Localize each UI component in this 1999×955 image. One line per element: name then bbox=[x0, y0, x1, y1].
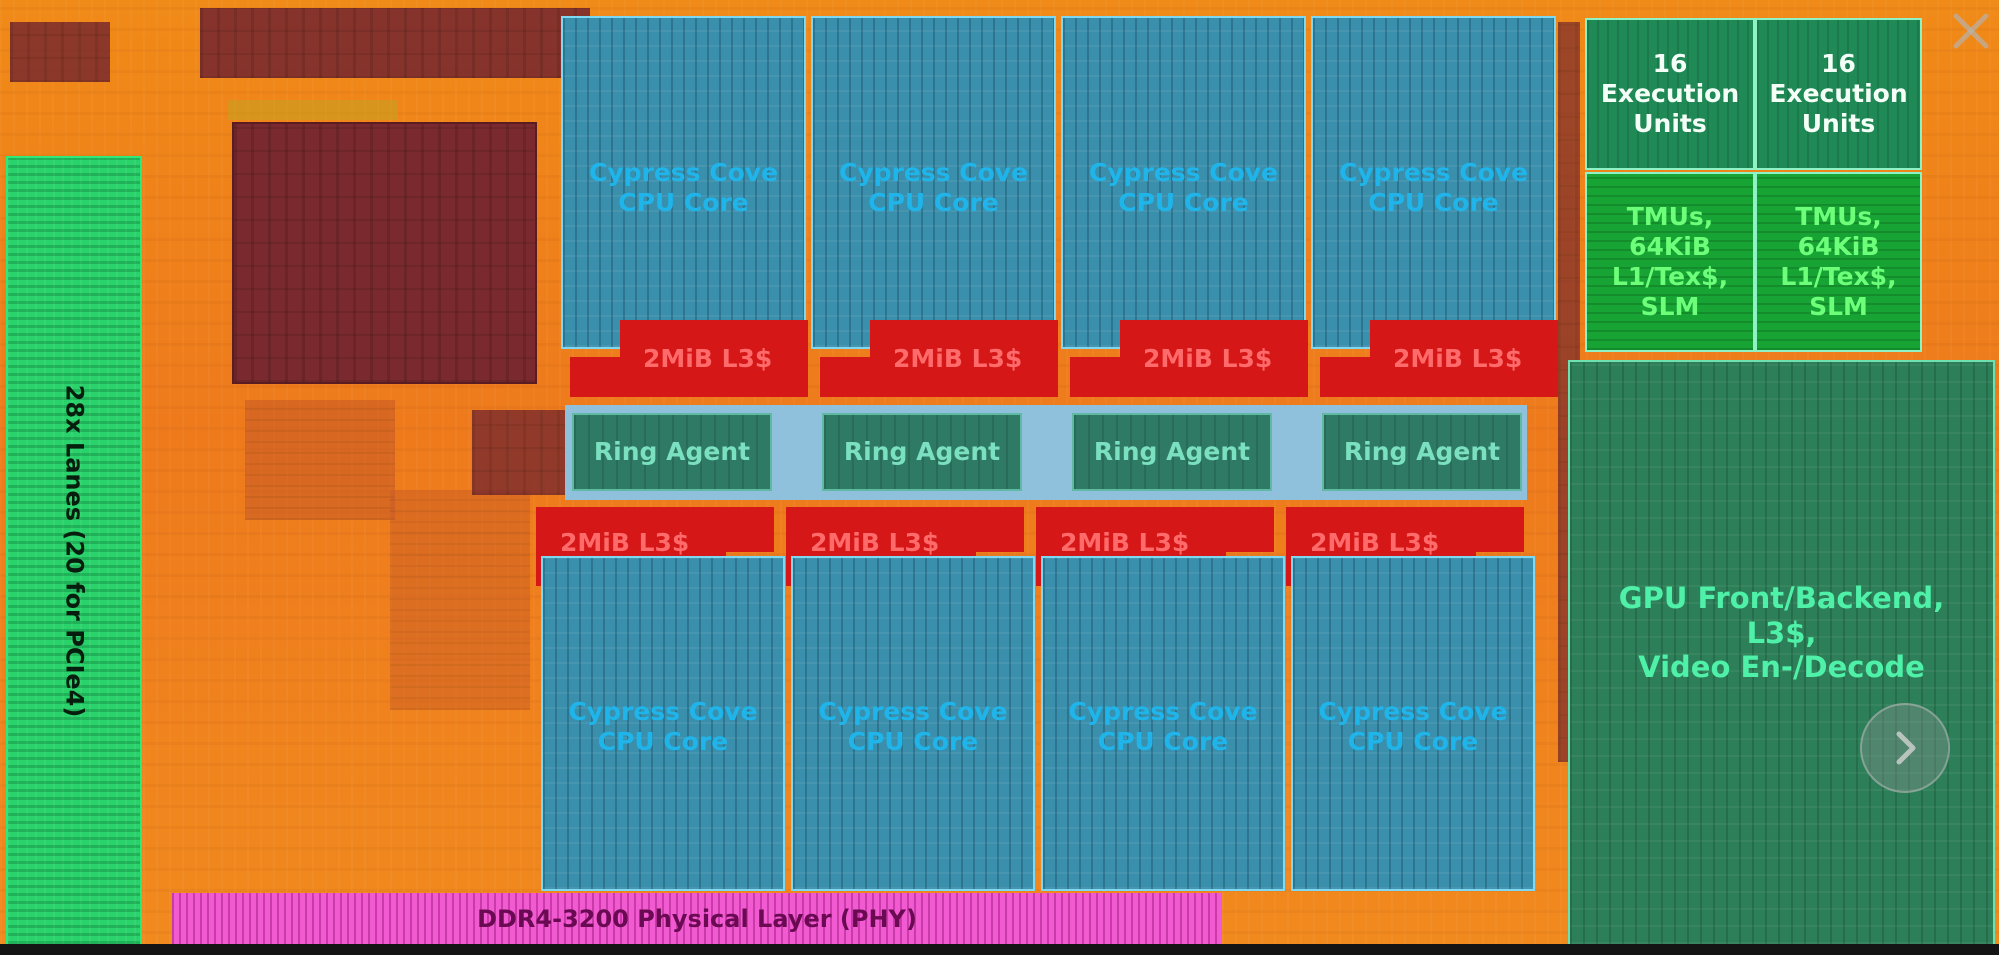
pcie-lanes-label: 28x Lanes (20 for PCIe4) bbox=[60, 384, 88, 718]
system-agent-block bbox=[232, 122, 537, 384]
gpu-tmu-label: TMUs, 64KiB L1/Tex$, SLM bbox=[1611, 202, 1729, 321]
cpu-core-bottom-1: Cypress Cove CPU Core bbox=[541, 556, 785, 891]
cpu-core-top-1: Cypress Cove CPU Core bbox=[561, 16, 806, 349]
ring-agent-4: Ring Agent bbox=[1322, 413, 1522, 491]
l3-slice-label: 2MiB L3$ bbox=[560, 528, 690, 557]
top-left-pad bbox=[10, 22, 110, 82]
close-icon bbox=[1953, 13, 1989, 49]
l3-slice-label: 2MiB L3$ bbox=[1060, 528, 1190, 557]
cpu-core-label: Cypress Cove CPU Core bbox=[1068, 697, 1258, 756]
ring-agent-label: Ring Agent bbox=[1093, 437, 1251, 466]
cpu-core-label: Cypress Cove CPU Core bbox=[588, 158, 779, 217]
l3-slice-label: 2MiB L3$ bbox=[1143, 344, 1273, 373]
chevron-right-icon bbox=[1896, 731, 1916, 765]
cpu-core-label: Cypress Cove CPU Core bbox=[1338, 158, 1529, 217]
l3-slice-label: 2MiB L3$ bbox=[810, 528, 940, 557]
ring-agent-label: Ring Agent bbox=[593, 437, 751, 466]
l3-slice-top-3-tab bbox=[1120, 320, 1308, 360]
cpu-core-label: Cypress Cove CPU Core bbox=[838, 158, 1029, 217]
gpu-tmu-label: TMUs, 64KiB L1/Tex$, SLM bbox=[1780, 202, 1897, 321]
gpu-tmus-2: TMUs, 64KiB L1/Tex$, SLM bbox=[1755, 172, 1922, 352]
l3-slice-label: 2MiB L3$ bbox=[1310, 528, 1440, 557]
cpu-core-bottom-2: Cypress Cove CPU Core bbox=[791, 556, 1035, 891]
misc-logic-1 bbox=[245, 400, 395, 520]
l3-slice-label: 2MiB L3$ bbox=[643, 344, 773, 373]
cpu-core-top-4: Cypress Cove CPU Core bbox=[1311, 16, 1556, 349]
ring-agent-2: Ring Agent bbox=[822, 413, 1022, 491]
l3-slice-top-1-tab bbox=[620, 320, 808, 360]
l3-slice-top-1 bbox=[570, 357, 808, 397]
cpu-core-label: Cypress Cove CPU Core bbox=[1088, 158, 1279, 217]
next-image-button[interactable] bbox=[1860, 703, 1950, 793]
gpu-eu-label: 16 Execution Units bbox=[1769, 49, 1908, 138]
bottom-edge bbox=[0, 944, 1999, 955]
ring-agent-3: Ring Agent bbox=[1072, 413, 1272, 491]
cpu-core-bottom-4: Cypress Cove CPU Core bbox=[1291, 556, 1535, 891]
ddr4-phy-label: DDR4-3200 Physical Layer (PHY) bbox=[477, 904, 917, 933]
l3-slice-top-3 bbox=[1070, 357, 1308, 397]
cpu-core-top-2: Cypress Cove CPU Core bbox=[811, 16, 1056, 349]
l3-slice-bottom-4 bbox=[1286, 507, 1524, 552]
cpu-core-bottom-3: Cypress Cove CPU Core bbox=[1041, 556, 1285, 891]
gpu-front-backend: GPU Front/Backend, L3$, Video En-/Decode bbox=[1568, 360, 1995, 946]
l3-slice-top-2 bbox=[820, 357, 1058, 397]
l3-slice-top-2-tab bbox=[870, 320, 1058, 360]
cpu-core-label: Cypress Cove CPU Core bbox=[1318, 697, 1508, 756]
l3-slice-bottom-2 bbox=[786, 507, 1024, 552]
l3-slice-top-4-tab bbox=[1370, 320, 1558, 360]
gpu-tmus-1: TMUs, 64KiB L1/Tex$, SLM bbox=[1585, 172, 1755, 352]
top-pad-row bbox=[228, 100, 398, 120]
ring-agent-1: Ring Agent bbox=[572, 413, 772, 491]
cpu-core-label: Cypress Cove CPU Core bbox=[568, 697, 758, 756]
cpu-core-top-3: Cypress Cove CPU Core bbox=[1061, 16, 1306, 349]
l3-slice-bottom-3 bbox=[1036, 507, 1274, 552]
gpu-front-backend-label: GPU Front/Backend, L3$, Video En-/Decode bbox=[1618, 580, 1945, 685]
l3-slice-bottom-1 bbox=[536, 507, 774, 552]
ring-agent-label: Ring Agent bbox=[1343, 437, 1501, 466]
gpu-execution-units-1: 16 Execution Units bbox=[1585, 18, 1755, 170]
gpu-eu-label: 16 Execution Units bbox=[1600, 49, 1740, 138]
ddr4-phy-block: DDR4-3200 Physical Layer (PHY) bbox=[172, 893, 1222, 945]
pcie-lanes-block: 28x Lanes (20 for PCIe4) bbox=[6, 156, 142, 946]
l3-slice-label: 2MiB L3$ bbox=[893, 344, 1023, 373]
misc-logic-2 bbox=[390, 490, 530, 710]
top-pad-block bbox=[200, 8, 590, 78]
l3-slice-top-4 bbox=[1320, 357, 1558, 397]
close-button[interactable] bbox=[1948, 8, 1994, 54]
pcie-lanes-label-wrap: 28x Lanes (20 for PCIe4) bbox=[8, 158, 140, 944]
ring-agent-label: Ring Agent bbox=[843, 437, 1001, 466]
gpu-execution-units-2: 16 Execution Units bbox=[1755, 18, 1922, 170]
l3-slice-label: 2MiB L3$ bbox=[1393, 344, 1523, 373]
cpu-core-label: Cypress Cove CPU Core bbox=[818, 697, 1008, 756]
ring-stop-block bbox=[472, 410, 572, 495]
